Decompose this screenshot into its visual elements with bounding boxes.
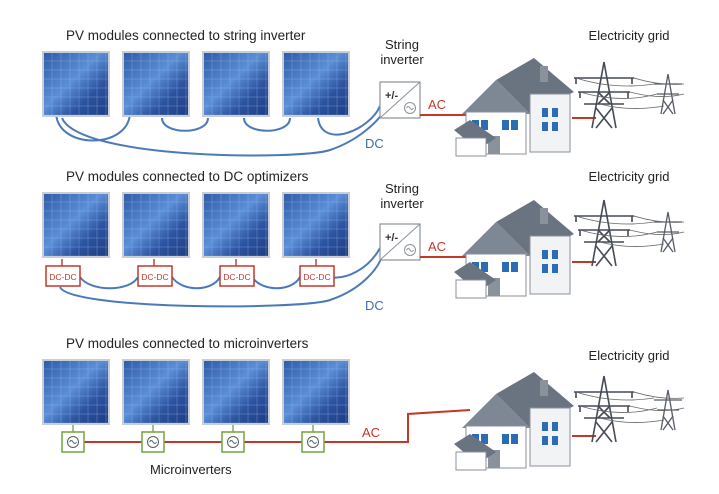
microinverter-icon [221,431,245,453]
row-title: PV modules connected to microinverters [66,336,309,351]
inverter-label: inverter [380,52,424,67]
grid-label: Electricity grid [589,28,670,43]
svg-text:DC-DC: DC-DC [303,272,330,282]
ac-label: AC [362,425,380,440]
solar-panel-icon [202,359,270,425]
inverter-symbol: +/- [385,232,398,244]
row-microinverters: PV modules connected to microinverters M… [42,336,685,477]
optimizer-wires [61,259,317,267]
microinverter-icon [301,431,325,453]
ac-wire [84,409,471,443]
dc-optimizer: DC-DC [299,265,335,287]
grid-label: Electricity grid [589,169,670,184]
dc-label: DC [365,136,384,151]
house-icon [453,199,575,299]
house-icon [453,57,575,157]
inverter-label: String [385,181,419,196]
solar-panel-icon [202,192,270,258]
solar-panel-icon [122,51,190,117]
microinverter-icon [61,431,85,453]
microinverters-label: Microinverters [150,462,232,477]
solar-panel-icon [202,51,270,117]
solar-panel-icon [42,51,110,117]
transmission-tower-icon [573,61,685,129]
solar-panel-icon [282,192,350,258]
transmission-tower-icon [573,199,685,267]
solar-panel-icon [122,192,190,258]
microinverter-icon [141,431,165,453]
ac-label: AC [428,239,446,254]
svg-text:DC-DC: DC-DC [49,272,76,282]
row-dc-optimizers: PV modules connected to DC optimizers DC… [42,169,685,313]
inverter-label: String [385,37,419,52]
micro-stubs [72,424,314,432]
grid-label: Electricity grid [589,348,670,363]
solar-panel-icon [282,51,350,117]
dc-optimizer: DC-DC [137,265,173,287]
solar-panel-icon [42,359,110,425]
solar-panel-icon [282,359,350,425]
svg-text:DC-DC: DC-DC [141,272,168,282]
dc-wiring [55,105,383,157]
house-icon [453,371,575,471]
dc-optimizer: DC-DC [45,265,81,287]
row-string-inverter: PV modules connected to string inverter … [42,28,685,157]
inverter-label: inverter [380,196,424,211]
row-title: PV modules connected to DC optimizers [66,169,309,184]
dc-optimizer: DC-DC [219,265,255,287]
solar-panel-icon [122,359,190,425]
inverter-symbol: +/- [385,90,398,102]
solar-panel-icon [42,192,110,258]
ac-label: AC [428,97,446,112]
transmission-tower-icon [573,375,685,443]
row-title: PV modules connected to string inverter [66,28,306,43]
svg-text:DC-DC: DC-DC [223,272,250,282]
dc-label: DC [365,298,384,313]
